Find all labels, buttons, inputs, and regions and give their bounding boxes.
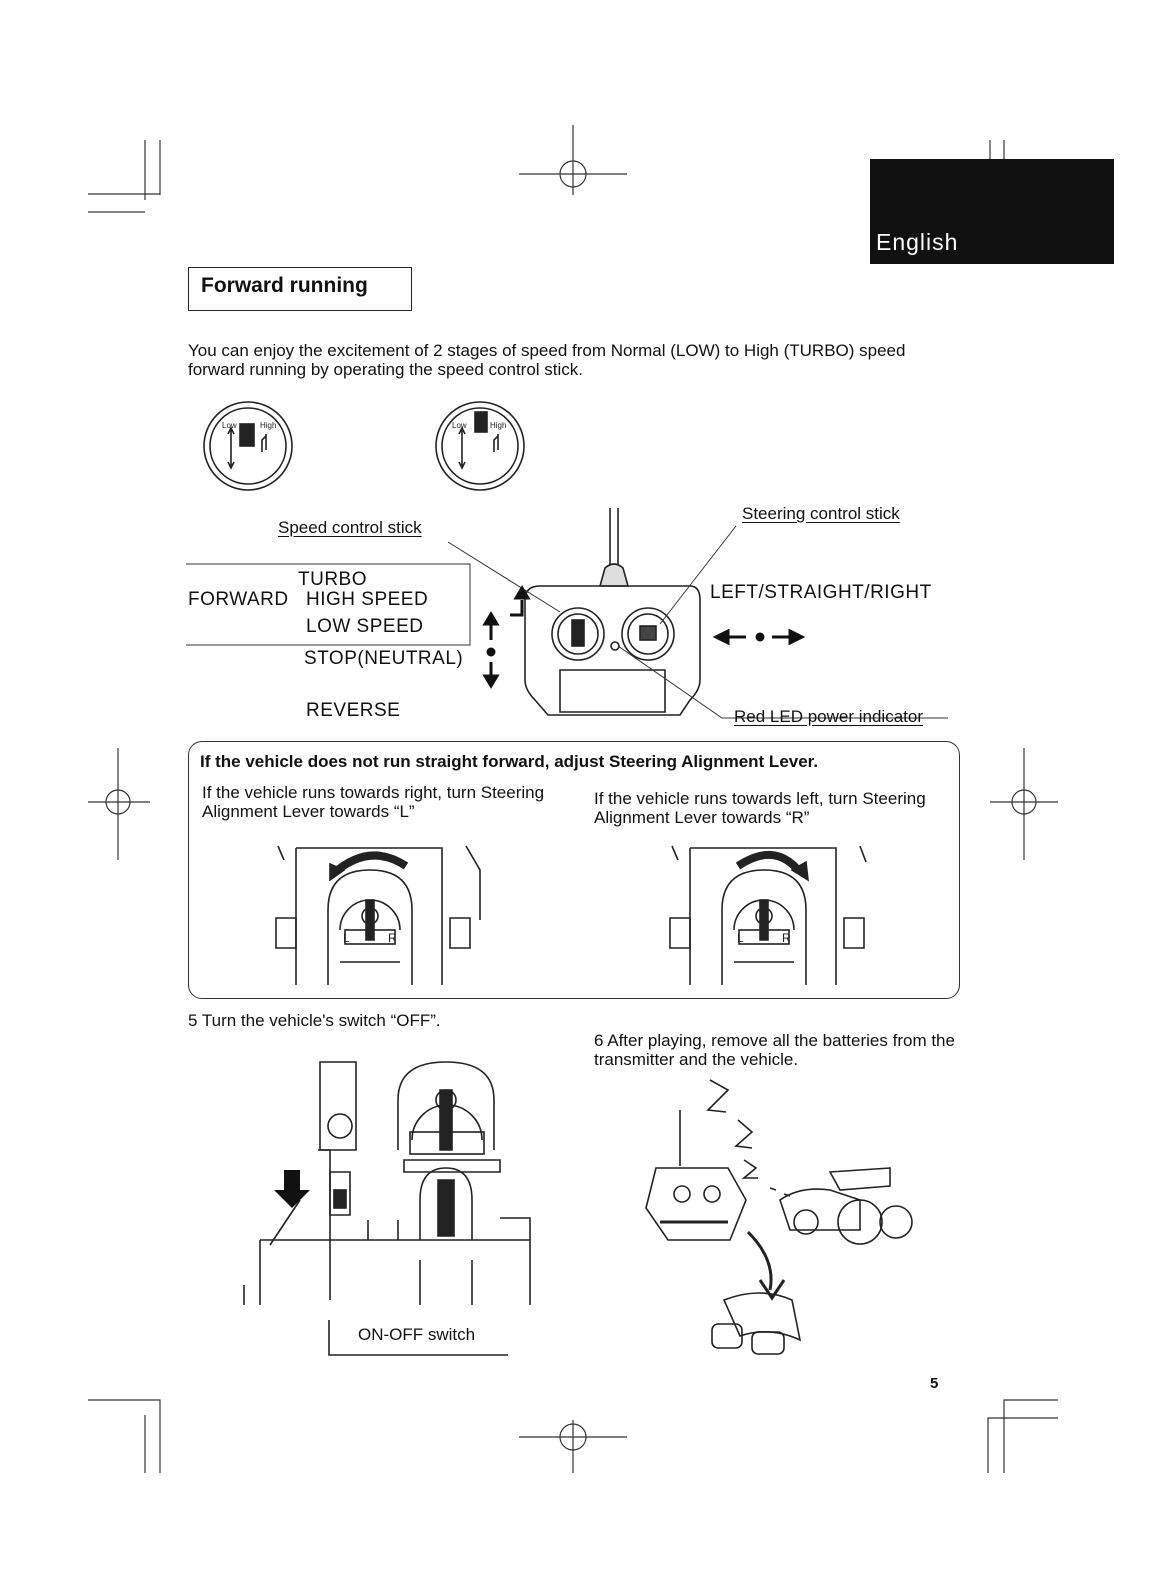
svg-text:Low: Low (452, 421, 467, 430)
leader-lines (186, 525, 948, 719)
forward-label: FORWARD (188, 589, 289, 610)
svg-text:L: L (737, 931, 744, 945)
dial-high-icon: Low High (435, 401, 525, 491)
svg-text:L: L (343, 931, 350, 945)
crosshair-right (990, 748, 1058, 860)
alignment-panel (188, 741, 960, 999)
high-speed-label: HIGH SPEED (306, 589, 429, 610)
stop-label: STOP(NEUTRAL) (304, 648, 464, 669)
step-5: 5 Turn the vehicle's switch “OFF”. (188, 1011, 441, 1030)
alignment-right-illustration: L R (669, 845, 867, 985)
steering-stick-label: Steering control stick (742, 504, 900, 523)
steering-arrows-icon (712, 628, 806, 646)
on-off-switch-label: ON-OFF switch (358, 1325, 476, 1344)
speed-stick-label: Speed control stick (278, 518, 422, 537)
crosshair-bottom (519, 1420, 627, 1473)
svg-text:R: R (782, 931, 791, 945)
transmitter-icon (524, 508, 701, 716)
speed-arrows-icon (482, 585, 531, 689)
step-6: 6 After playing, remove all the batterie… (594, 1031, 955, 1069)
svg-text:High: High (490, 421, 506, 430)
crosshair-top (519, 125, 627, 195)
reverse-label: REVERSE (306, 700, 401, 721)
section-title-box: Forward running (188, 267, 412, 311)
language-tab: English (870, 159, 1114, 264)
crosshair-left (88, 748, 150, 860)
alignment-title: If the vehicle does not run straight for… (200, 752, 819, 771)
language-tab-label: English (876, 229, 959, 255)
down-arrow-icon (274, 1170, 310, 1208)
alignment-left-illustration: L R (275, 845, 481, 985)
led-indicator-label: Red LED power indicator (734, 707, 923, 726)
turbo-label: TURBO (298, 569, 367, 590)
alignment-right-case: If the vehicle runs towards right, turn … (202, 783, 545, 821)
svg-text:Low: Low (222, 421, 237, 430)
page-number: 5 (930, 1375, 939, 1392)
vehicle-switch-illustration (243, 1061, 531, 1356)
direction-label: LEFT/STRAIGHT/RIGHT (710, 582, 932, 603)
crop-marks (88, 140, 1058, 1473)
svg-text:High: High (260, 421, 276, 430)
low-speed-label: LOW SPEED (306, 616, 424, 637)
after-playing-illustration (645, 1079, 913, 1355)
alignment-left-case: If the vehicle runs towards left, turn S… (594, 789, 926, 827)
intro-paragraph: You can enjoy the excitement of 2 stages… (188, 341, 906, 379)
section-title: Forward running (201, 274, 368, 297)
svg-text:R: R (388, 931, 397, 945)
dial-low-icon: Low High (203, 401, 293, 491)
